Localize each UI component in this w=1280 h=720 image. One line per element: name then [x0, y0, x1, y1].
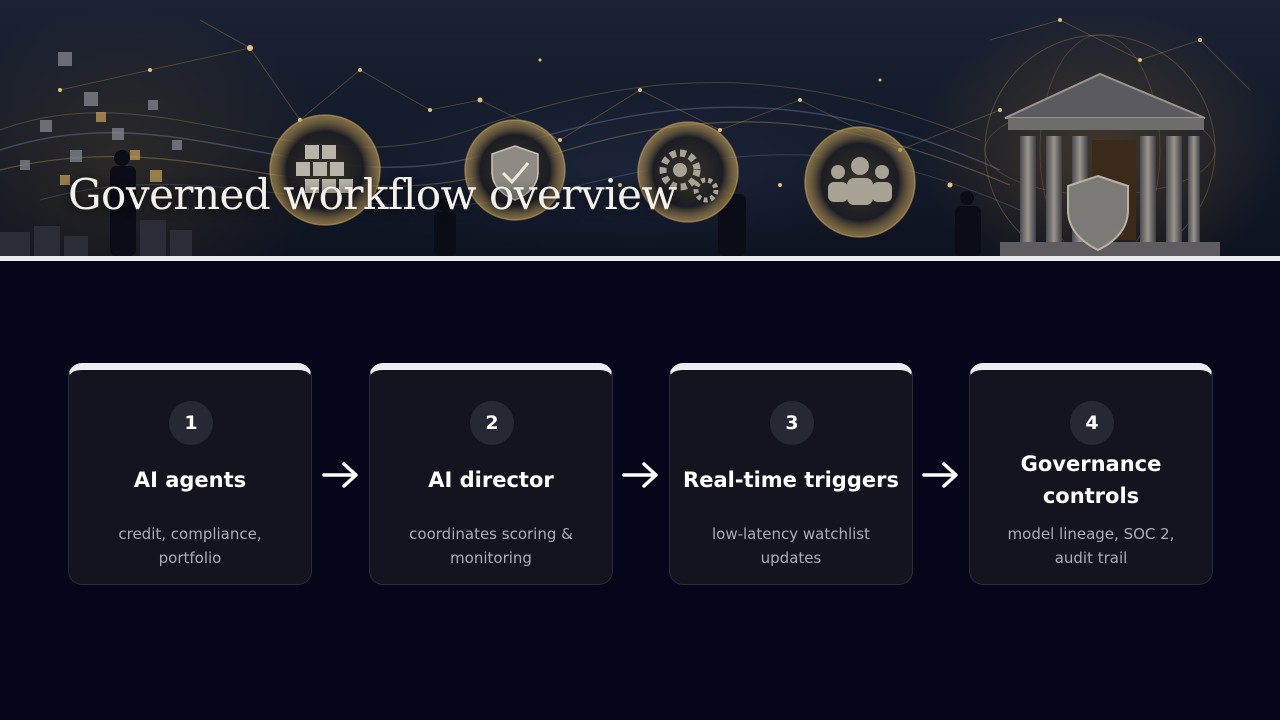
- step-number-badge: 2: [470, 401, 514, 445]
- step-card-1: 1 AI agents credit, compliance, portfoli…: [68, 363, 312, 585]
- people-icon: [804, 126, 916, 238]
- step-description: credit, compliance, portfolio: [87, 522, 293, 570]
- page-title: Governed workflow overview: [68, 170, 677, 219]
- step-title: Governance controls: [980, 448, 1202, 512]
- shield-check-icon: [464, 119, 566, 221]
- cubes-decoration: [0, 52, 192, 256]
- banner-illustration: [0, 18, 1251, 256]
- banner-divider: [0, 256, 1280, 261]
- step-description-line: model lineage, SOC 2,: [1007, 525, 1175, 543]
- step-card-3: 3 Real-time triggers low-latency watchli…: [669, 363, 913, 585]
- step-description-line: audit trail: [1054, 549, 1128, 567]
- step-description-line: updates: [760, 549, 822, 567]
- step-title: AI agents: [79, 464, 301, 496]
- step-description: coordinates scoring & monitoring: [388, 522, 594, 570]
- step-description-line: portfolio: [158, 549, 222, 567]
- step-description: model lineage, SOC 2, audit trail: [988, 522, 1194, 570]
- step-title: Real-time triggers: [680, 464, 902, 496]
- bank-building-icon: [984, 34, 1220, 256]
- step-description-line: monitoring: [450, 549, 532, 567]
- step-number-badge: 1: [169, 401, 213, 445]
- step-card-2: 2 AI director coordinates scoring & moni…: [369, 363, 613, 585]
- arrow-right-icon: [322, 462, 358, 488]
- step-title: AI director: [380, 464, 602, 496]
- step-card-4: 4 Governance controls model lineage, SOC…: [969, 363, 1213, 585]
- step-number-badge: 4: [1070, 401, 1114, 445]
- step-title-line: AI agents: [133, 468, 247, 492]
- step-title-line: controls: [1042, 484, 1140, 508]
- step-description-line: coordinates scoring &: [409, 525, 573, 543]
- arrow-right-icon: [922, 462, 958, 488]
- step-title-line: AI director: [428, 468, 554, 492]
- blocks-icon: [269, 114, 381, 226]
- step-description-line: low-latency watchlist: [711, 525, 871, 543]
- step-description-line: credit, compliance,: [118, 525, 262, 543]
- step-title-line: Real-time triggers: [683, 468, 899, 492]
- step-title-line: Governance: [1020, 452, 1162, 476]
- arrow-right-icon: [622, 462, 658, 488]
- header-banner: Governed workflow overview: [0, 0, 1280, 256]
- gears-icon: [637, 121, 739, 223]
- step-description: low-latency watchlist updates: [688, 522, 894, 570]
- step-number-badge: 3: [770, 401, 814, 445]
